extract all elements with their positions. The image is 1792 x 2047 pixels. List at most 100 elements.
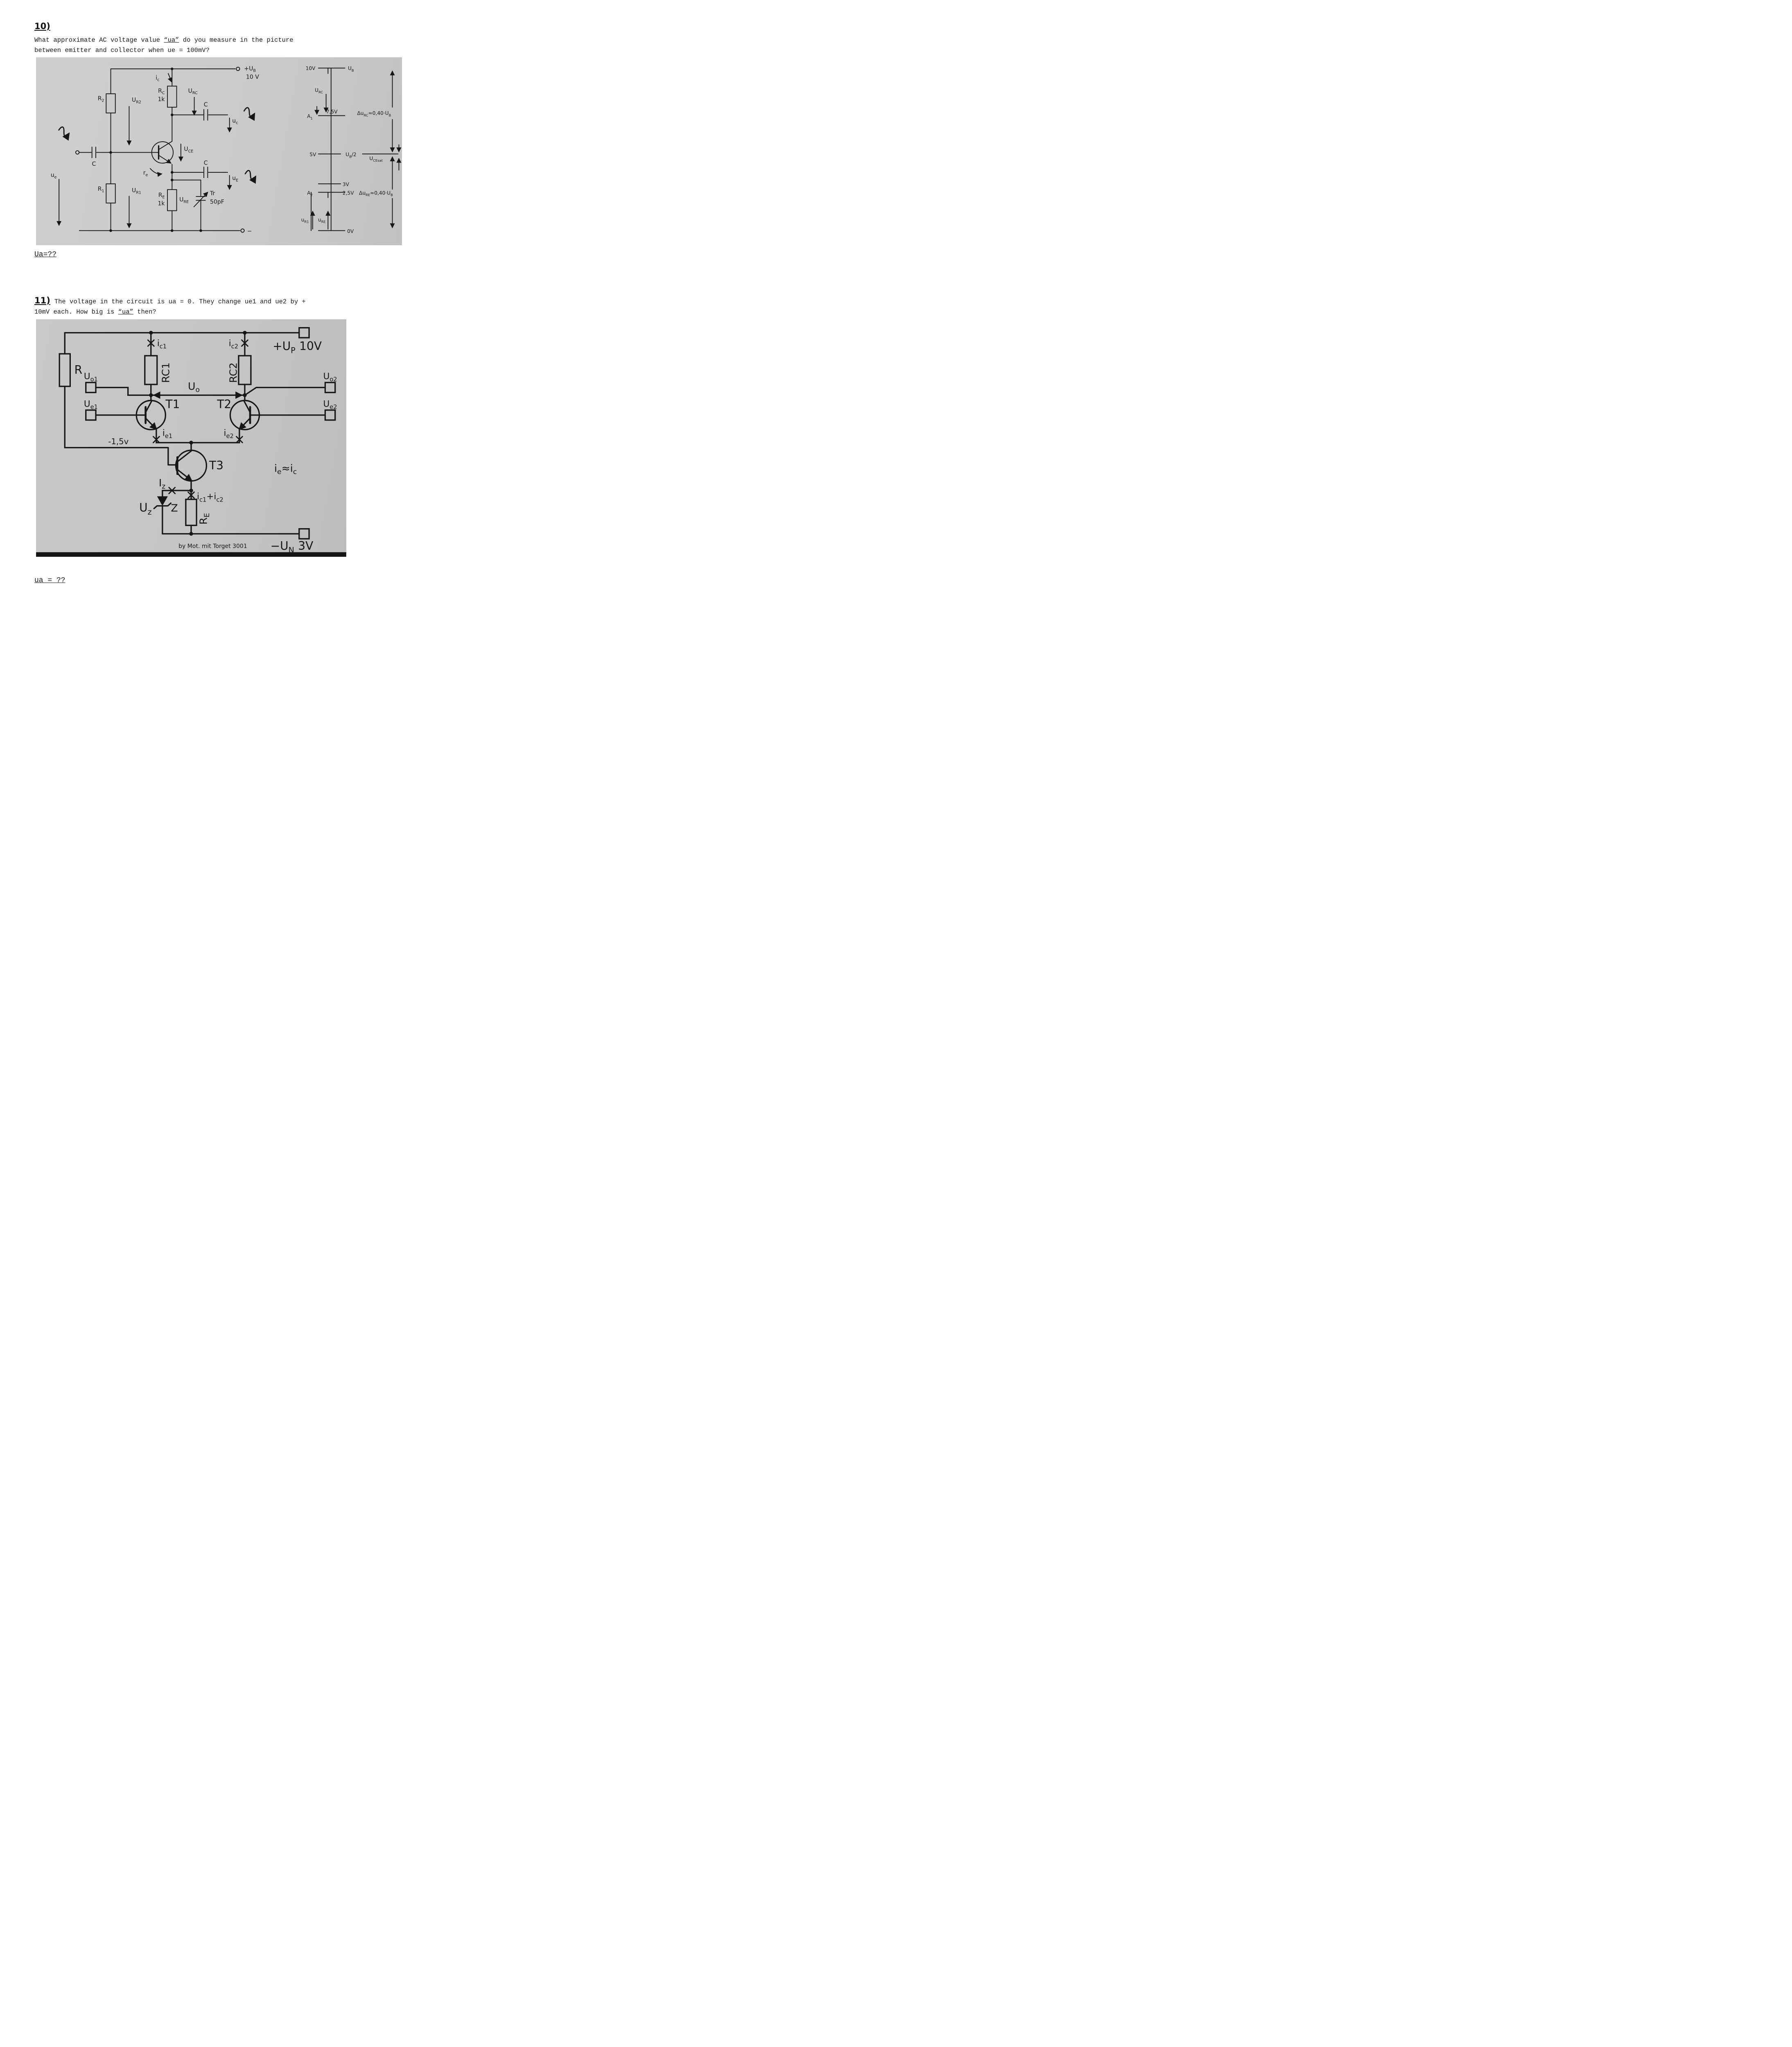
label-ue-in: ue (51, 172, 57, 180)
label-ucesat: UCEsat (369, 156, 383, 163)
resistor-r (59, 353, 71, 387)
resistor-rc1 (144, 355, 158, 385)
resistor-rc (167, 86, 177, 108)
q11-line1: The voltage in the circuit is ua = 0. Th… (54, 298, 306, 305)
junction-dots (109, 67, 202, 232)
input-terminal (75, 150, 80, 155)
label-ie-equals-ic: ie≈ic (274, 462, 297, 476)
label-cap-in: C (92, 161, 96, 167)
resistor-re (185, 499, 197, 526)
label-cap-mid: C (204, 160, 208, 166)
label-uo2: Uo2 (323, 371, 337, 383)
figure-10-svg: ic RC 1k URC C uc UCE C uE R2 UR2 C R1 U… (36, 57, 402, 245)
label-7-5v: 7,5V (326, 109, 338, 115)
label-3v: 3V (343, 182, 350, 188)
label-ic1: ic1 (157, 338, 167, 350)
label-ic: ic (156, 75, 159, 82)
label-t2: T2 (217, 398, 231, 411)
question-10-text: What approximate AC voltage value “ua” d… (34, 35, 293, 56)
label-ue1: Ue1 (84, 399, 98, 411)
label-delta-ure: ΔuRE≈0,40·UB (359, 190, 393, 197)
label-ur1: UR1 (132, 188, 141, 195)
sine-input-icon (58, 126, 70, 141)
label-re: RE (197, 513, 211, 524)
label-uc: uc (232, 117, 238, 125)
label-t3: T3 (209, 459, 223, 472)
label-ub-half: UB/2 (345, 152, 356, 159)
label-10v: 10V (306, 66, 316, 71)
label-uz: Uz (139, 501, 152, 517)
label-tr-value: 50pF (210, 199, 224, 206)
q10-line1-post: do you measure in the picture (179, 36, 293, 44)
label-cap-top: C (204, 102, 208, 108)
label-uce: UCE (184, 146, 193, 154)
re-arrow (150, 168, 162, 177)
sine-ue-icon (244, 170, 257, 184)
figure-10-circuit: ic RC 1k URC C uc UCE C uE R2 UR2 C R1 U… (36, 57, 402, 247)
label-ur1-level: uR1 (301, 217, 309, 224)
q11-line2-post: then? (133, 308, 156, 316)
label-iz: Iz (159, 477, 165, 491)
label-a2: A2 (307, 190, 313, 197)
label-z: Z (171, 502, 178, 514)
label-uo1: Uo1 (84, 371, 98, 383)
label-t1: T1 (165, 398, 180, 411)
label-ub-value: 10 V (246, 74, 259, 81)
label-ub-level: UB (348, 66, 354, 72)
label-0v: 0V (347, 228, 354, 234)
label-rc2: RC2 (227, 362, 239, 383)
output-capacitor-bottom (203, 166, 208, 178)
terminal-pad-uo2 (324, 382, 336, 393)
label-uo: Uo (188, 380, 200, 394)
voltage-level-diagram (310, 68, 402, 231)
label-ure: URE (179, 197, 189, 204)
label-ie1: ie1 (162, 428, 172, 440)
label-bias: -1,5v (108, 437, 129, 446)
label-ue-out: uE (232, 175, 238, 183)
resistor-r1 (106, 183, 116, 203)
scan-bottom-bar (36, 552, 346, 557)
label-minus-terminal: − (247, 228, 252, 235)
terminal-pad-up (298, 327, 310, 339)
measurement-x-markers (147, 339, 248, 499)
resistor-re (167, 189, 177, 211)
amplifier-circuit-wiring (56, 67, 257, 233)
label-re-small: re (143, 170, 148, 178)
label-ic1-plus-ic2: ic1+ic2 (197, 492, 223, 504)
diff-amp-wiring (36, 327, 346, 557)
worksheet-page: 10) What approximate AC voltage value “u… (0, 0, 448, 608)
terminal-pad-ue1 (85, 409, 97, 421)
label-a1: A1 (307, 113, 313, 120)
question-11-text: 11) The voltage in the circuit is ua = 0.… (34, 296, 306, 317)
label-r: R (74, 363, 82, 377)
ground-terminal (240, 228, 245, 233)
label-ic2: ic2 (229, 338, 238, 350)
label-r1: R1 (98, 186, 104, 194)
terminal-pad-un (298, 528, 310, 540)
label-tr: Tr (210, 190, 215, 197)
question-11-number: 11) (34, 296, 50, 305)
label-rc: RC (158, 88, 165, 95)
sine-uc-icon (243, 107, 255, 121)
terminal-pad-uo1 (85, 382, 97, 393)
label-ie2: ie2 (224, 428, 234, 440)
q10-answer: Ua=?? (34, 251, 57, 259)
ic-arrow (167, 73, 173, 83)
terminal-pad-ue2 (324, 409, 336, 421)
q11-ua-term: “ua” (118, 308, 133, 316)
label-rc1: RC1 (160, 362, 172, 383)
output-capacitor-top (203, 109, 208, 121)
label-rc-value: 1k (158, 96, 165, 103)
label-5v: 5V (309, 152, 316, 158)
q10-line1-pre: What approximate AC voltage value (34, 36, 164, 44)
label-ur2: UR2 (132, 97, 141, 105)
junction-dots (149, 331, 247, 536)
q11-answer: ua = ?? (34, 576, 65, 585)
transistor-t3 (175, 450, 208, 482)
label-2-5v: 2,5V (343, 190, 354, 196)
transistor (151, 141, 174, 164)
label-credit: by Mot. mit Torget 3001 (178, 543, 247, 549)
